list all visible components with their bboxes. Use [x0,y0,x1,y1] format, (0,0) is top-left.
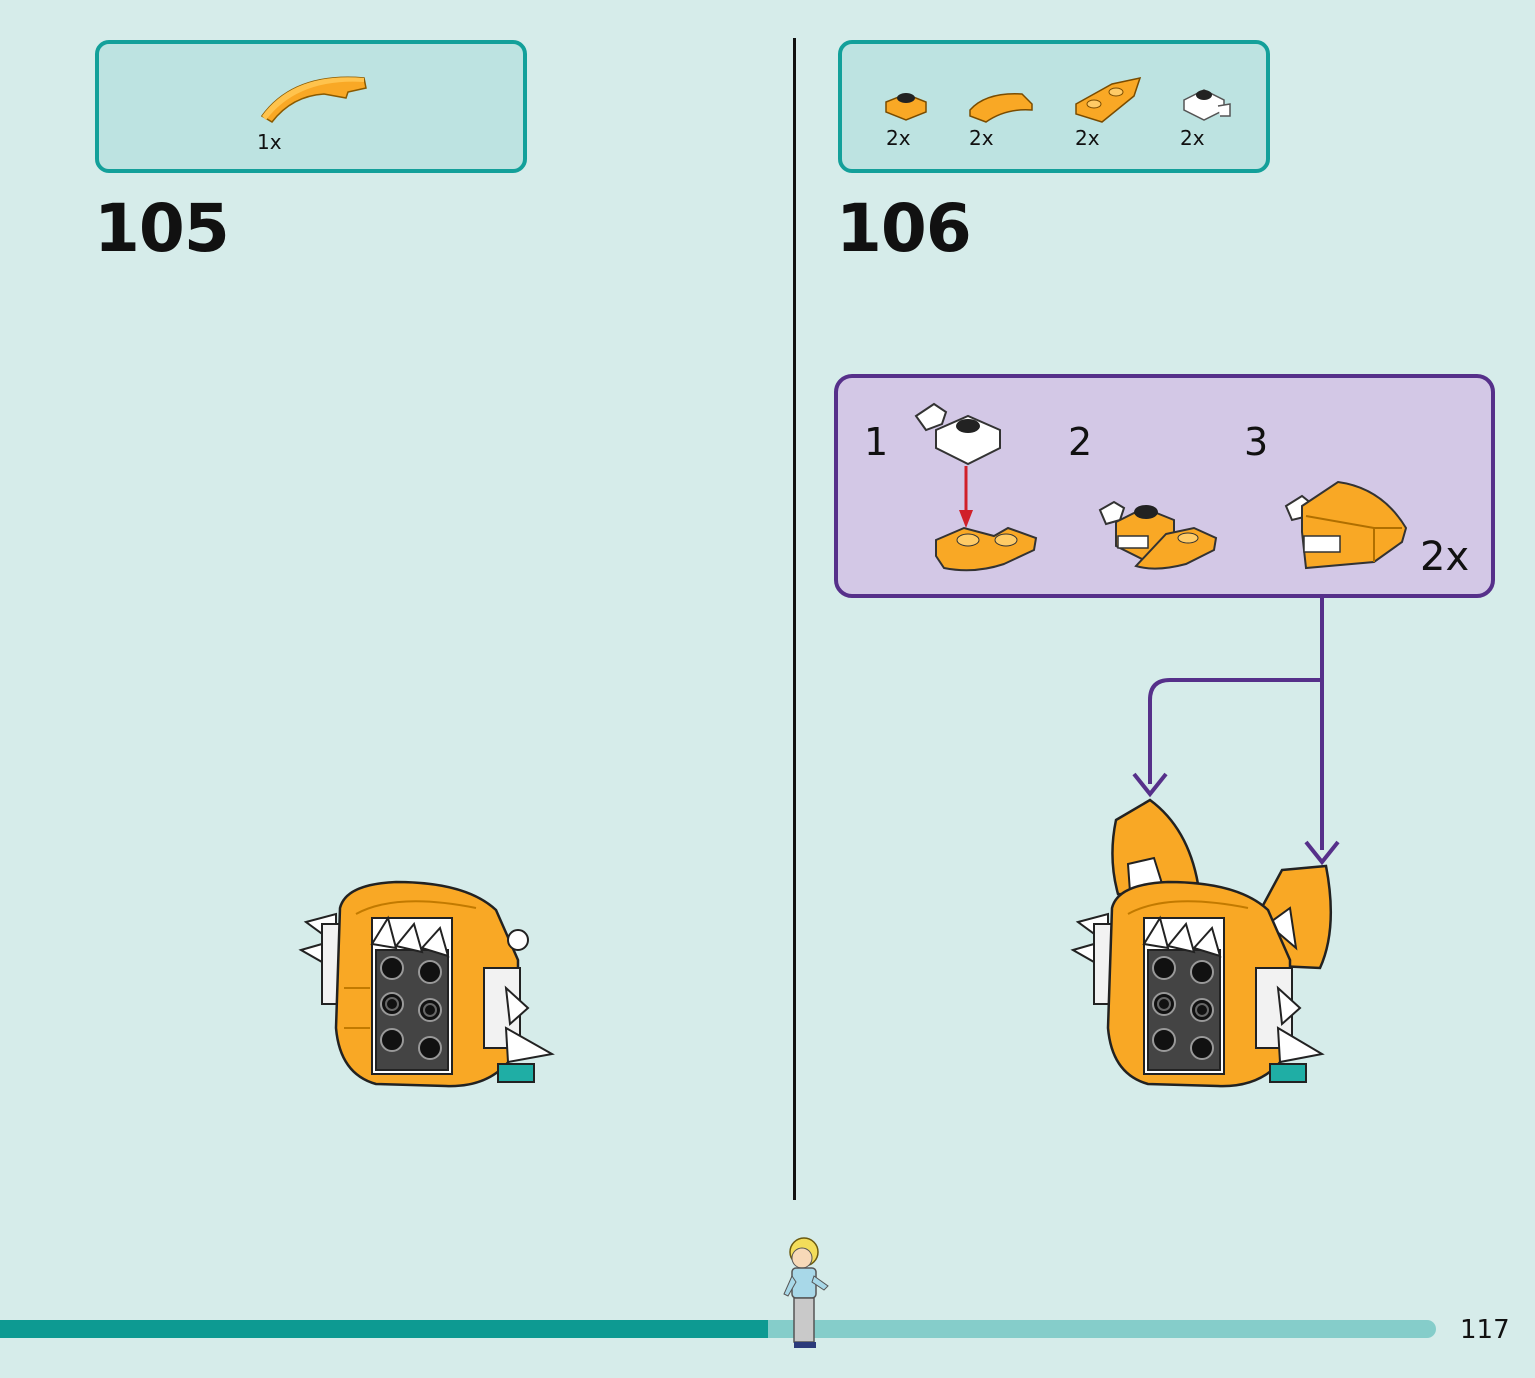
clip-plate-piece [914,402,1001,466]
wedge-plate-icon [1075,76,1142,123]
progress-bar [0,1320,1436,1338]
parts-callout-105: 1x [95,40,527,173]
part-qty-label: 1x [257,130,282,154]
curved-slope-brick-icon [260,76,367,123]
part-qty-label: 2x [1180,126,1205,150]
wedge-plate-piece [935,526,1038,572]
progress-bar-fill [0,1320,769,1338]
page-divider [793,38,796,1200]
part-qty-label: 2x [886,126,911,150]
parts-callout-106: 2x 2x 2x 2x [838,40,1270,173]
sub-step-number: 2 [1068,420,1093,464]
sub-step-number: 1 [864,420,889,464]
step-number-105: 105 [94,190,230,267]
assembly-arrow-icon [959,466,973,528]
step-number-106: 106 [836,190,972,267]
clip-plate-icon [1183,89,1231,121]
sub-assembly-callout: 1 2 3 2x [834,374,1495,598]
curved-slope-icon [969,93,1033,123]
fox-head-model-step-106 [1070,798,1333,1088]
fox-head-model-step-105 [298,880,555,1088]
minifigure-progress-marker-icon [783,1237,829,1348]
round-plate-icon [885,93,927,121]
page-number: 117 [1460,1315,1510,1345]
part-qty-label: 2x [1075,126,1100,150]
combined-piece [1098,500,1218,570]
sub-step-number: 3 [1244,420,1269,464]
ear-piece [1284,480,1408,570]
part-qty-label: 2x [969,126,994,150]
sub-assembly-qty: 2x [1420,534,1470,580]
placement-arrows [1132,598,1340,866]
